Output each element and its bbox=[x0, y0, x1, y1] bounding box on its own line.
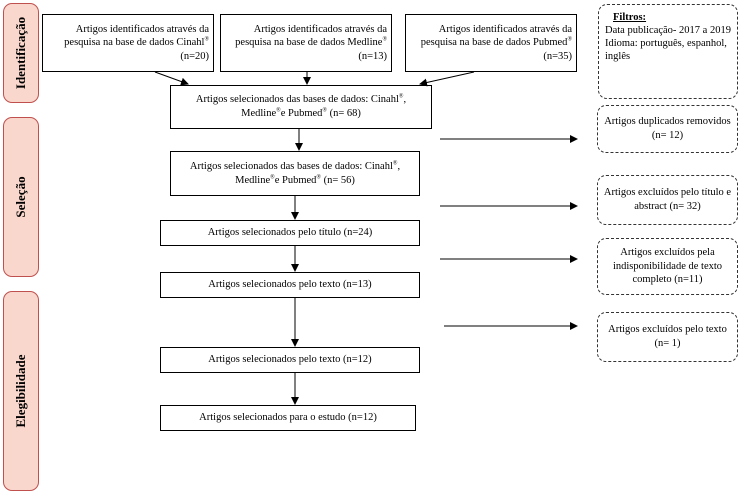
exclusion-duplicates-box: Artigos duplicados removidos (n= 12) bbox=[597, 105, 738, 153]
step-selected-56-count: (n= 56) bbox=[320, 174, 355, 186]
source-cinahl-sup: ® bbox=[204, 36, 209, 43]
exclusion-unavailable-box: Artigos excluídos pela indisponibilidade… bbox=[597, 238, 738, 295]
source-cinahl-box: Artigos identificados através da pesquis… bbox=[42, 14, 214, 72]
step-selected-68-prefix: Artigos selecionados das bases de dados:… bbox=[195, 94, 399, 106]
step-selected-68-sup2: ® bbox=[276, 107, 281, 114]
step-study-text: Artigos selecionados para o estudo (n=12… bbox=[199, 412, 377, 424]
step-selected-56-mid2: e Pubmed bbox=[274, 174, 317, 186]
stage-selection: Seleção bbox=[3, 117, 39, 277]
step-selected-56-prefix: Artigos selecionados das bases de dados:… bbox=[189, 160, 393, 172]
step-selected-56-sup1: ® bbox=[392, 160, 398, 167]
step-selected-68-count: (n= 68) bbox=[326, 108, 361, 119]
source-cinahl-count: (n=20) bbox=[180, 50, 209, 62]
step-selected-68-sup3: ® bbox=[322, 107, 327, 114]
exclusion-unavailable-text: Artigos excluídos pela indisponibilidade… bbox=[612, 247, 723, 286]
step-selected-68-mid2: e Pubmed bbox=[280, 108, 323, 119]
arrow-cinahl bbox=[154, 71, 189, 86]
filters-date: Data publicação- 2017 a 2019 bbox=[605, 25, 731, 37]
filters-title: Filtros: bbox=[613, 12, 647, 23]
source-medline-count: (n=13) bbox=[358, 50, 387, 62]
exclusion-text-text: Artigos excluídos pelo texto (n= 1) bbox=[608, 324, 727, 349]
step-text-13-box: Artigos selecionados pelo texto (n=13) bbox=[160, 272, 420, 298]
source-medline-text: Artigos identificados através da pesquis… bbox=[235, 23, 387, 49]
exclusion-title-abstract-box: Artigos excluídos pelo título e abstract… bbox=[597, 175, 738, 225]
step-selected-56-sup2: ® bbox=[270, 174, 275, 180]
stage-identification: Identificação bbox=[3, 3, 39, 103]
step-selected-68-box: Artigos selecionados das bases de dados:… bbox=[170, 85, 432, 129]
source-pubmed-count: (n=35) bbox=[543, 50, 572, 62]
source-pubmed-box: Artigos identificados através da pesquis… bbox=[405, 14, 577, 72]
exclusion-title-abstract-text: Artigos excluídos pelo título e abstract… bbox=[603, 187, 732, 212]
step-study-box: Artigos selecionados para o estudo (n=12… bbox=[160, 405, 416, 431]
step-selected-68-sup1: ® bbox=[398, 93, 404, 100]
step-text-13-text: Artigos selecionados pelo texto (n=13) bbox=[208, 279, 372, 291]
stage-eligibility: Elegibilidade bbox=[3, 291, 39, 491]
filters-language: Idioma: português, espanhol, inglês bbox=[605, 38, 727, 63]
exclusion-text-box: Artigos excluídos pelo texto (n= 1) bbox=[597, 312, 738, 362]
step-title-box: Artigos selecionados pelo título (n=24) bbox=[160, 220, 420, 246]
step-selected-56-mid1: , Medline bbox=[235, 160, 401, 186]
step-selected-56-sup3: ® bbox=[316, 174, 321, 180]
arrow-pubmed bbox=[419, 71, 475, 87]
step-selected-56-box: Artigos selecionados das bases de dados:… bbox=[170, 151, 420, 196]
step-selected-68-mid1: , Medline bbox=[241, 94, 407, 119]
step-title-text: Artigos selecionados pelo título (n=24) bbox=[207, 227, 373, 239]
source-medline-sup: ® bbox=[382, 36, 387, 43]
source-cinahl-text: Artigos identificados através da pesquis… bbox=[64, 23, 209, 49]
source-pubmed-sup: ® bbox=[567, 36, 572, 43]
filters-box: Filtros: Data publicação- 2017 a 2019 Id… bbox=[598, 4, 738, 99]
step-text-12-box: Artigos selecionados pelo texto (n=12) bbox=[160, 347, 420, 373]
source-pubmed-text: Artigos identificados através da pesquis… bbox=[420, 23, 572, 49]
exclusion-duplicates-text: Artigos duplicados removidos (n= 12) bbox=[604, 116, 731, 141]
step-text-12-text: Artigos selecionados pelo texto (n=12) bbox=[208, 354, 372, 366]
source-medline-box: Artigos identificados através da pesquis… bbox=[220, 14, 392, 72]
